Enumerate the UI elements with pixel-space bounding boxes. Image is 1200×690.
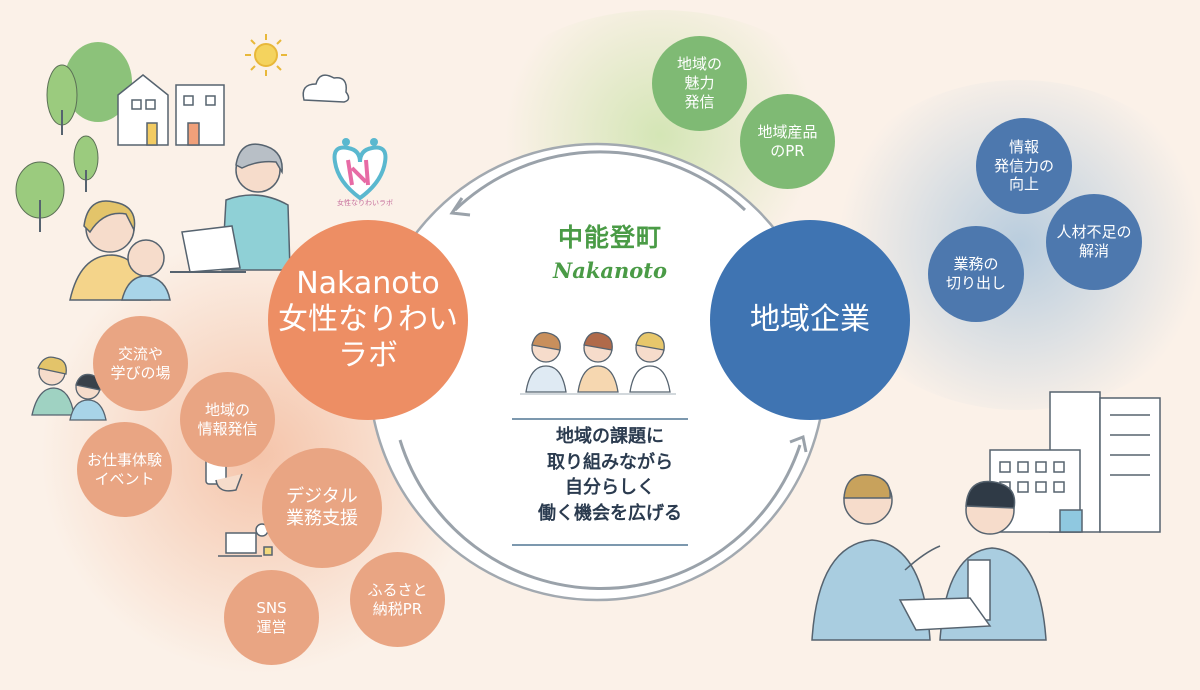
- cycle-arrow-bottom-head: [789, 434, 808, 453]
- small-laptop-icon: [218, 523, 273, 557]
- business-meeting-illustration: [811, 473, 1047, 641]
- topic-bubble: 地域の 魅力 発信: [652, 36, 747, 131]
- cycle-arrow-top-head: [449, 197, 471, 217]
- woman-with-laptop-illustration: [170, 143, 291, 273]
- need-bubble: 情報 発信力の 向上: [976, 118, 1072, 214]
- lab-main-label: Nakanoto 女性なりわい ラボ: [278, 266, 458, 373]
- cycle-arrow-top: [453, 150, 747, 212]
- children-illustration: [31, 356, 107, 421]
- mother-and-child-illustration: [69, 200, 171, 301]
- need-bubble: 人材不足の 解消: [1046, 194, 1142, 290]
- lab-main-node: Nakanoto 女性なりわい ラボ: [268, 220, 468, 420]
- lab-logo-icon: [332, 138, 388, 201]
- activity-bubble: 地域の 情報発信: [180, 372, 275, 467]
- companies-main-node: 地域企業: [710, 220, 910, 420]
- companies-main-label: 地域企業: [750, 302, 870, 337]
- cloud-icon: [302, 74, 350, 103]
- activity-bubble: デジタル 業務支援: [262, 448, 382, 568]
- tree-icon: [15, 42, 132, 232]
- center-divider-bottom: [512, 544, 688, 546]
- center-title-en: Nakanoto: [553, 258, 667, 283]
- office-buildings-illustration: [989, 391, 1161, 533]
- cycle-arrow-bottom: [398, 439, 802, 591]
- center-message: 地域の課題に 取り組みながら 自分らしく 働く機会を広げる: [538, 426, 682, 524]
- center-title-jp: 中能登町: [557, 223, 662, 252]
- sun-icon: [245, 34, 287, 76]
- activity-bubble: 交流や 学びの場: [93, 316, 188, 411]
- activity-bubble: お仕事体験 イベント: [77, 422, 172, 517]
- activity-bubble: SNS 運営: [224, 570, 319, 665]
- need-bubble: 業務の 切り出し: [928, 226, 1024, 322]
- house-icon: [117, 74, 225, 146]
- topic-bubble: 地域産品 のPR: [740, 94, 835, 189]
- three-people-illustration: [520, 331, 676, 395]
- center-divider-top: [512, 418, 688, 420]
- activity-bubble: ふるさと 納税PR: [350, 552, 445, 647]
- lab-logo-caption: 女性なりわいラボ: [337, 199, 393, 207]
